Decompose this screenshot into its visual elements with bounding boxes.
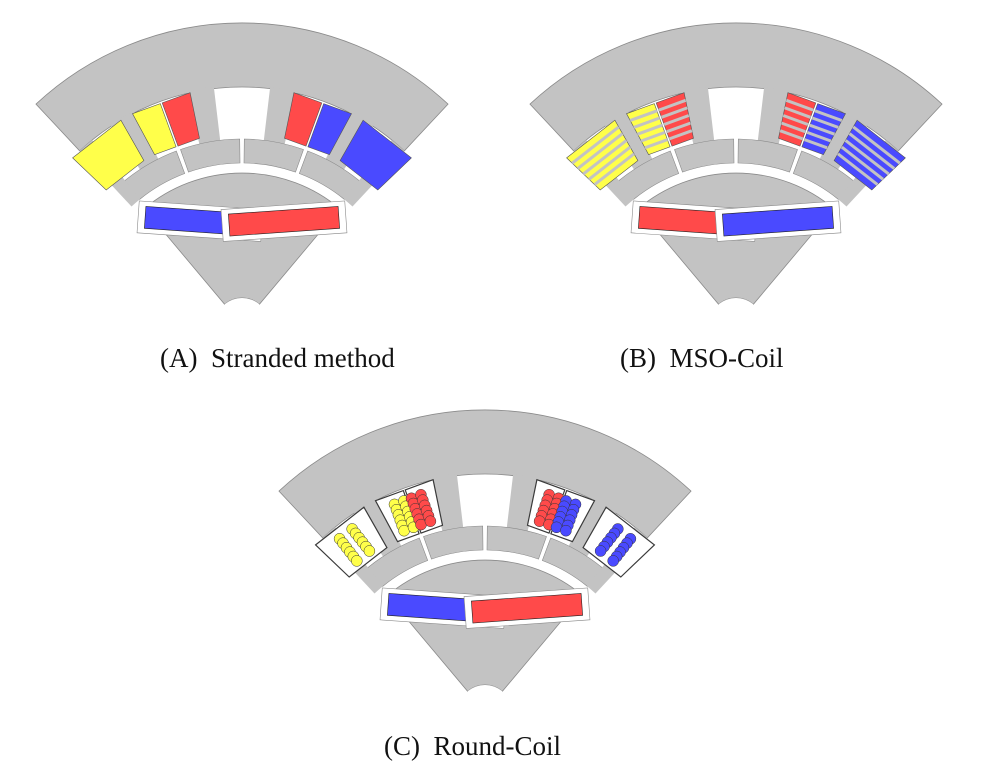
- caption-round-coil: (C) Round-Coil: [384, 731, 562, 761]
- stator-tooth: [187, 86, 221, 146]
- slot-opening: [582, 506, 656, 578]
- coil-red: [284, 92, 323, 147]
- conductor-separator: [633, 116, 661, 129]
- stator-yoke: [35, 22, 449, 152]
- coil-red: [161, 92, 200, 147]
- round-conductor-blue: [607, 555, 619, 567]
- conductor-separator: [803, 138, 828, 150]
- conductor-separator: [629, 109, 658, 122]
- shaft-bore: [718, 297, 754, 325]
- magnet-slot: [714, 200, 842, 242]
- stator-tooth: [263, 86, 297, 146]
- coil-blue: [307, 103, 352, 155]
- conductor-separator: [784, 106, 812, 119]
- permanent-magnet: [228, 206, 340, 237]
- conductor-separator: [848, 132, 896, 170]
- permanent-magnet: [471, 593, 583, 624]
- permanent-magnet: [722, 206, 834, 237]
- stator-yoke: [278, 409, 692, 539]
- stator-tooth: [430, 473, 464, 533]
- tooth-tip: [486, 525, 547, 560]
- slot-opening: [314, 506, 388, 578]
- conductor-separator: [640, 130, 666, 143]
- conductor-separator: [576, 132, 624, 170]
- coil-yellow: [132, 103, 177, 155]
- round-conductor-blue: [560, 524, 572, 537]
- conductor-separator: [781, 121, 806, 134]
- coil-yellow: [72, 119, 145, 191]
- coil-blue: [339, 119, 412, 191]
- tooth-tip: [123, 150, 186, 201]
- conductor-separator: [811, 116, 839, 129]
- conductor-separator: [809, 123, 836, 136]
- conductor-separator: [814, 109, 843, 122]
- conductor-separator: [663, 114, 690, 126]
- conductor-separator: [660, 106, 688, 119]
- panel-round-coil: [278, 409, 692, 712]
- conductor-separator: [588, 145, 632, 181]
- stator-yoke: [529, 22, 943, 152]
- magnet-slot: [220, 200, 348, 242]
- tooth-tip: [674, 138, 735, 173]
- conductor-separator: [644, 138, 669, 150]
- magnet-slot: [463, 587, 591, 629]
- panel-mso-coil: [529, 22, 943, 325]
- round-conductor-yellow: [351, 555, 363, 567]
- caption-stranded-method: (A) Stranded method: [160, 343, 395, 373]
- conductor-separator: [582, 139, 628, 176]
- caption-mso-coil: (B) MSO-Coil: [620, 343, 784, 373]
- tooth-tip: [180, 138, 241, 173]
- shaft-bore: [467, 684, 503, 712]
- round-conductor-red: [424, 515, 437, 527]
- panel-stranded-method: [35, 22, 449, 325]
- conductor-separator: [666, 121, 691, 134]
- conductor-separator: [571, 125, 620, 165]
- stator-tooth: [757, 86, 791, 146]
- round-conductor-blue: [594, 545, 607, 557]
- tooth-tip: [617, 150, 680, 201]
- conductor-separator: [785, 98, 814, 112]
- conductor-separator: [668, 129, 693, 141]
- tooth-tip: [423, 525, 484, 560]
- stator-tooth: [506, 473, 540, 533]
- conductor-separator: [779, 129, 804, 141]
- conductor-separator: [658, 98, 687, 112]
- shaft-bore: [224, 297, 260, 325]
- conductor-separator: [837, 152, 879, 186]
- tooth-tip: [737, 138, 798, 173]
- tooth-tip: [243, 138, 304, 173]
- round-conductor-yellow: [363, 545, 376, 557]
- conductor-separator: [840, 145, 884, 181]
- stator-tooth: [681, 86, 715, 146]
- conductor-separator: [593, 152, 635, 186]
- conductor-separator: [636, 123, 663, 136]
- conductor-separator: [782, 114, 809, 126]
- conductor-separator: [852, 125, 901, 165]
- conductor-separator: [806, 130, 832, 143]
- tooth-tip: [366, 537, 429, 588]
- conductor-separator: [844, 139, 890, 176]
